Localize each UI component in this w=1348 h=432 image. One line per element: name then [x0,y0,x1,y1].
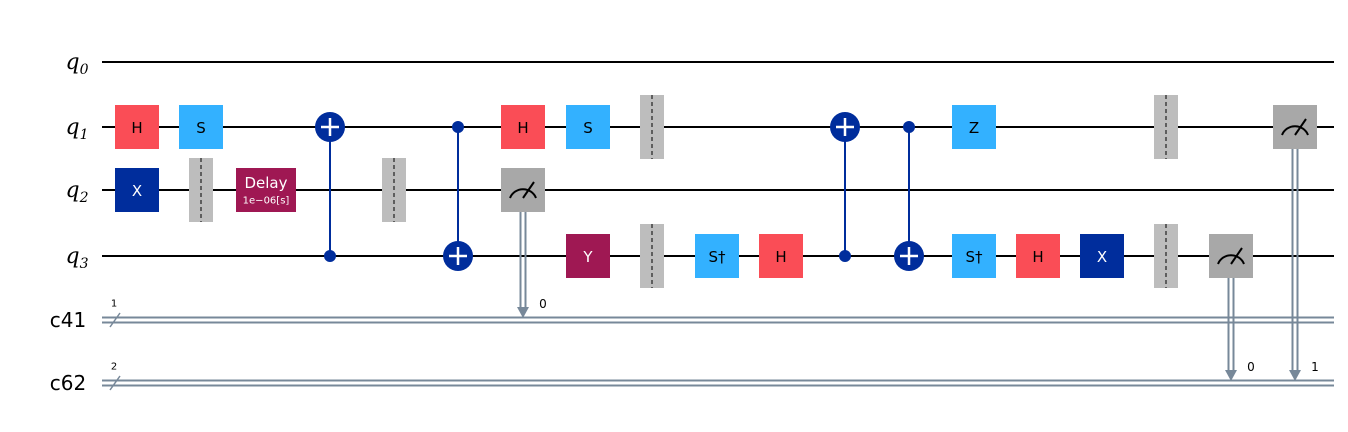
gate-h [759,234,803,278]
gate-s-dagger [952,234,996,278]
gate-h [115,105,159,149]
cx-control-dot [903,121,915,133]
creg-label-0: c41 [50,308,86,332]
gate-s [179,105,223,149]
measure-needle [522,181,535,199]
gate-x [115,168,159,212]
measure-bit-label: 0 [1247,360,1255,374]
measure-arrow [1289,370,1301,381]
gate-label: S [583,119,593,137]
gate-z [952,105,996,149]
cx-control-dot [452,121,464,133]
measure-needle [1230,247,1243,265]
gate-label: S† [708,248,726,266]
gate-h [1016,234,1060,278]
creg-size-0: 1 [111,299,117,310]
gate-label: H [775,248,786,266]
gate-s-dagger [695,234,739,278]
measure-dial [509,188,537,199]
measure-needle [1294,118,1307,136]
qubit-label-0: q0 [65,50,88,78]
delay-duration: 1e−06[s] [243,196,290,207]
qubit-label-3: q3 [65,244,88,272]
gate-label: H [131,119,142,137]
creg-label-1: c62 [50,371,86,395]
gate-label: Y [582,248,593,266]
gate-label: Z [969,119,979,137]
gate-label: X [1097,248,1107,266]
measure-arrow [517,307,529,318]
creg-slash-1 [109,375,121,391]
gate-s [566,105,610,149]
measure-bit-label: 0 [539,297,547,311]
qubit-label-1: q1 [65,115,88,143]
gate-label: S† [965,248,983,266]
measure-bit-label: 1 [1311,360,1319,374]
gate-y [566,234,610,278]
measure-arrow [1225,370,1237,381]
creg-size-1: 2 [111,362,117,373]
measure-dial [1217,254,1245,265]
gate-h [501,105,545,149]
gate-label: H [1032,248,1043,266]
creg-slash-0 [109,312,121,328]
gate-label: X [132,182,142,200]
gate-label: H [517,119,528,137]
cx-control-dot [839,250,851,262]
gate-delay [236,168,296,212]
measure-dial [1281,125,1309,136]
cx-control-dot [324,250,336,262]
delay-label: Delay [244,174,287,192]
gate-x [1080,234,1124,278]
qubit-label-2: q2 [65,178,88,206]
gate-label: S [196,119,206,137]
